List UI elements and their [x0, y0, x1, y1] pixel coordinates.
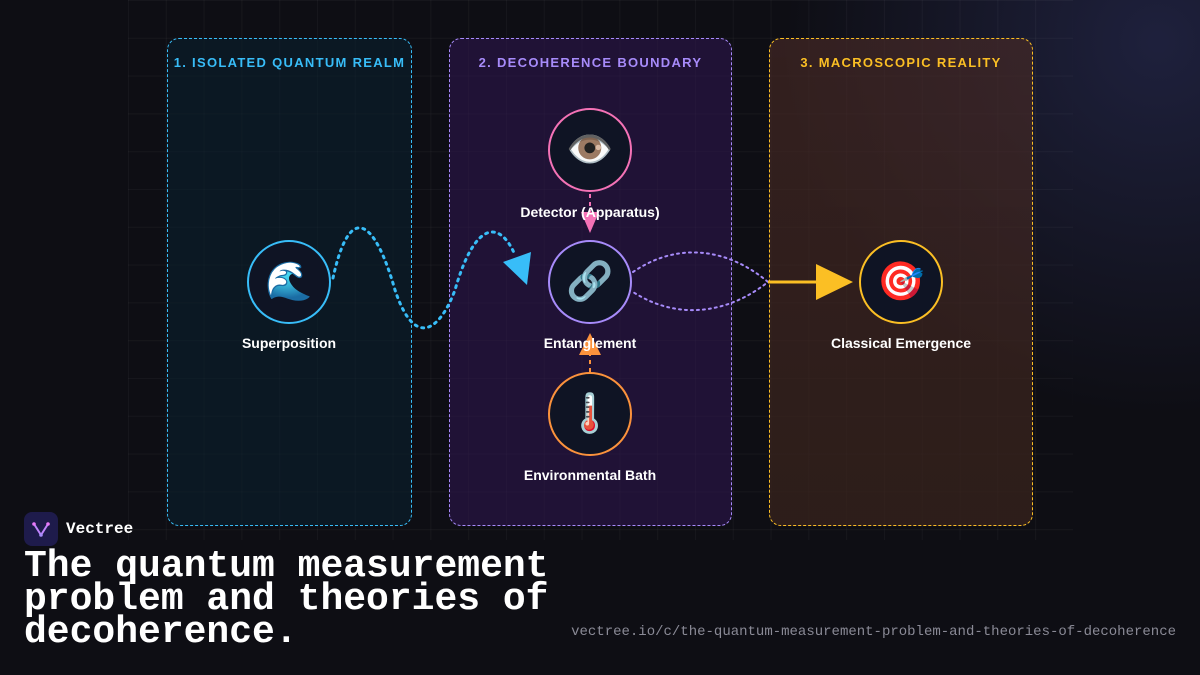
- wave-glyph: 🌊: [265, 261, 313, 303]
- arrowhead: [503, 252, 531, 285]
- superposition-to-entanglement-connector: [331, 226, 517, 330]
- panel-title: 2. DECOHERENCE BOUNDARY: [478, 55, 703, 70]
- arrowhead: [816, 264, 853, 300]
- brand-name: Vectree: [66, 520, 134, 538]
- entanglement-label: Entanglement: [543, 335, 637, 351]
- panel-title: 1. ISOLATED QUANTUM REALM: [173, 55, 406, 70]
- thermometer-icon: 🌡️: [548, 372, 632, 456]
- eye-glyph: 👁️: [566, 129, 614, 171]
- target-glyph: 🎯: [877, 261, 925, 303]
- thermometer-glyph: 🌡️: [566, 393, 614, 435]
- vectree-logo-icon: [24, 512, 58, 546]
- brand: Vectree: [24, 512, 133, 546]
- page-title: The quantum measurement problem and theo…: [24, 545, 549, 654]
- source-url[interactable]: vectree.io/c/the-quantum-measurement-pro…: [571, 624, 1176, 640]
- link-icon: 🔗: [548, 240, 632, 324]
- panel-title: 3. MACROSCOPIC REALITY: [800, 55, 1002, 70]
- arrowhead: [581, 212, 599, 233]
- classical-label: Classical Emergence: [830, 335, 972, 351]
- environment-label: Environmental Bath: [523, 467, 657, 483]
- link-glyph: 🔗: [566, 261, 614, 303]
- detector-label: Detector (Apparatus): [520, 204, 660, 220]
- eye-icon: 👁️: [548, 108, 632, 192]
- target-icon: 🎯: [859, 240, 943, 324]
- panel-isolated-quantum-realm: 1. ISOLATED QUANTUM REALM: [167, 38, 412, 526]
- wave-icon: 🌊: [247, 240, 331, 324]
- arrowhead: [579, 333, 601, 355]
- superposition-label: Superposition: [241, 335, 337, 351]
- entanglement-lens-connector: [632, 251, 770, 312]
